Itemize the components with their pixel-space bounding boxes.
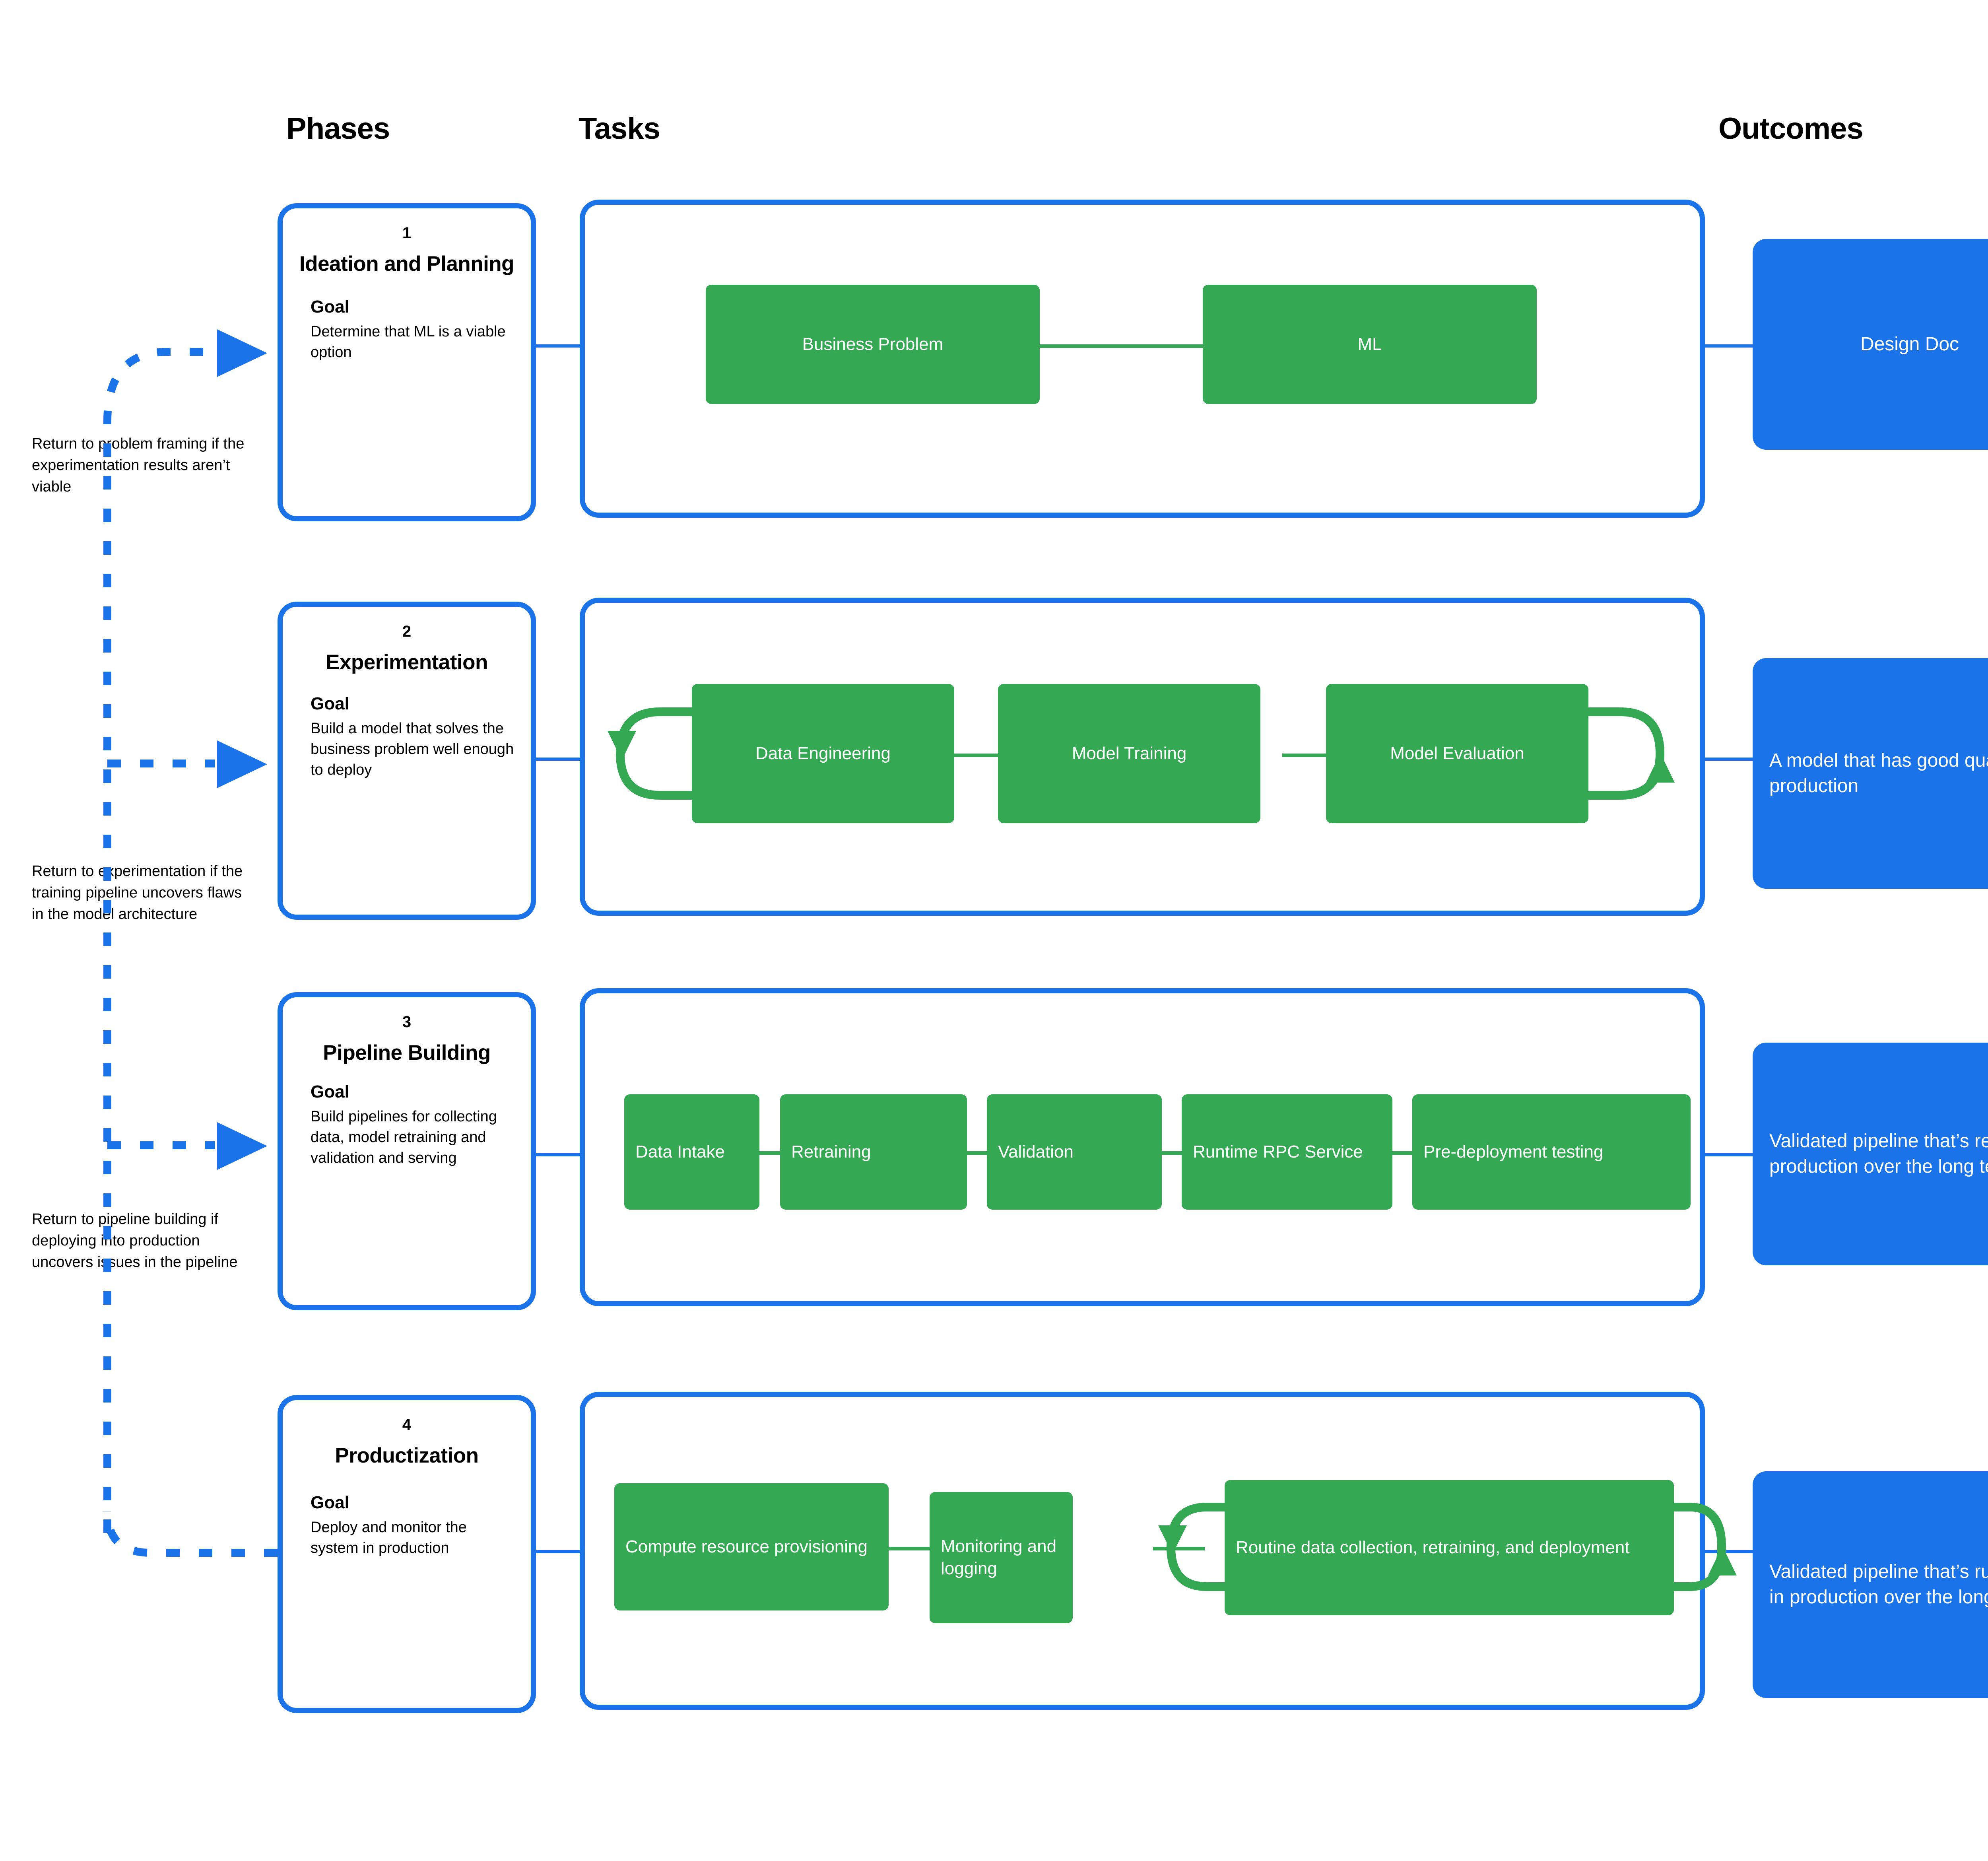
phase-number-4: 4: [402, 1416, 412, 1434]
goal-label-3: Goal: [311, 1082, 349, 1102]
goal-label-4: Goal: [311, 1493, 349, 1513]
column-header-tasks: Tasks: [579, 112, 660, 146]
task-box-runtime-rpc-service[interactable]: Runtime RPC Service: [1182, 1094, 1392, 1210]
task-box-model-evaluation[interactable]: Model Evaluation: [1326, 684, 1588, 823]
column-header-outcomes: Outcomes: [1718, 112, 1864, 146]
connector-runtimerpc-predeploy: [1390, 1151, 1414, 1155]
connector-tasks3-outcome3: [1705, 1153, 1753, 1156]
feedback-spine-left: [103, 348, 215, 1533]
outcome-box-4[interactable]: Validated pipeline that’s running in pro…: [1753, 1471, 1988, 1698]
return-note-left-2: Return to experimentation if the trainin…: [32, 863, 243, 923]
phase-title-2: Experimentation: [326, 651, 488, 674]
phase-number-2: 2: [402, 623, 412, 640]
outcome-box-1[interactable]: Design Doc: [1753, 239, 1988, 450]
connector-compute-monitoring: [887, 1547, 930, 1550]
column-header-phases: Phases: [286, 112, 390, 146]
goal-text-2: Build a model that solves the business p…: [311, 720, 514, 778]
outcome-box-2[interactable]: A model that has good quality for produc…: [1753, 658, 1988, 889]
phase-title-1: Ideation and Planning: [299, 252, 514, 276]
connector-dataeng-modeltraining: [954, 754, 998, 757]
connector-monitoring-routine: [1153, 1547, 1205, 1550]
phase-title-3: Pipeline Building: [323, 1041, 491, 1065]
task-box-compute-resource-provisioning[interactable]: Compute resource provisioning: [614, 1483, 889, 1610]
task-box-retraining[interactable]: Retraining: [780, 1094, 967, 1210]
task-box-data-engineering[interactable]: Data Engineering: [692, 684, 954, 823]
task-box-routine-data-collection[interactable]: Routine data collection, retraining, and…: [1225, 1480, 1674, 1615]
connector-tasks1-outcome1: [1705, 344, 1753, 348]
task-box-pre-deployment-testing[interactable]: Pre-deployment testing: [1412, 1094, 1691, 1210]
connector-phase3-tasks: [536, 1153, 580, 1156]
connector-phase2-tasks: [536, 758, 580, 761]
connector-retraining-validation: [964, 1151, 989, 1155]
goal-label-1: Goal: [311, 297, 349, 317]
feedback-arrow-to-phase-1: [217, 329, 267, 377]
connector-dataintake-retraining: [757, 1151, 782, 1155]
phase-number-1: 1: [402, 224, 412, 242]
phase-card-4[interactable]: 4 Productization Goal Deploy and monitor…: [278, 1395, 536, 1713]
phase-card-2[interactable]: 2 Experimentation Goal Build a model tha…: [278, 602, 536, 920]
connector-tasks2-outcome2: [1705, 758, 1753, 761]
return-note-left-3: Return to pipeline building if deploying…: [32, 1211, 238, 1270]
return-note-left-1: Return to problem framing if the experim…: [32, 435, 245, 495]
task-box-model-training[interactable]: Model Training: [998, 684, 1260, 823]
feedback-arrow-to-phase-2: [217, 740, 267, 788]
task-box-business-problem[interactable]: Business Problem: [706, 285, 1040, 404]
connector-phase1-tasks: [536, 344, 580, 348]
connector-modeltraining-modeleval: [1282, 754, 1326, 757]
phase-card-3[interactable]: 3 Pipeline Building Goal Build pipelines…: [278, 992, 536, 1310]
feedback-tail-from-phase-4: [103, 1511, 278, 1557]
goal-label-2: Goal: [311, 694, 349, 714]
goal-text-4: Deploy and monitor the system in product…: [311, 1519, 467, 1556]
connector-tasks4-outcome4: [1705, 1550, 1753, 1553]
goal-text-1: Determine that ML is a viable option: [311, 323, 506, 361]
phase-number-3: 3: [402, 1013, 412, 1031]
task-box-validation[interactable]: Validation: [987, 1094, 1162, 1210]
task-box-ml[interactable]: ML: [1203, 285, 1537, 404]
connector-task-businessproblem-ml: [1034, 344, 1209, 348]
task-box-monitoring-and-logging[interactable]: Monitoring and logging: [930, 1492, 1073, 1623]
connector-validation-runtimerpc: [1159, 1151, 1184, 1155]
feedback-arrow-to-phase-3: [217, 1122, 267, 1170]
task-box-data-intake[interactable]: Data Intake: [624, 1094, 759, 1210]
goal-text-3: Build pipelines for collecting data, mod…: [311, 1108, 497, 1166]
phase-card-1[interactable]: 1 Ideation and Planning Goal Determine t…: [278, 203, 536, 521]
connector-phase4-tasks: [536, 1550, 580, 1553]
phase-title-4: Productization: [335, 1444, 479, 1467]
outcome-box-3[interactable]: Validated pipeline that’s ready for prod…: [1753, 1043, 1988, 1265]
